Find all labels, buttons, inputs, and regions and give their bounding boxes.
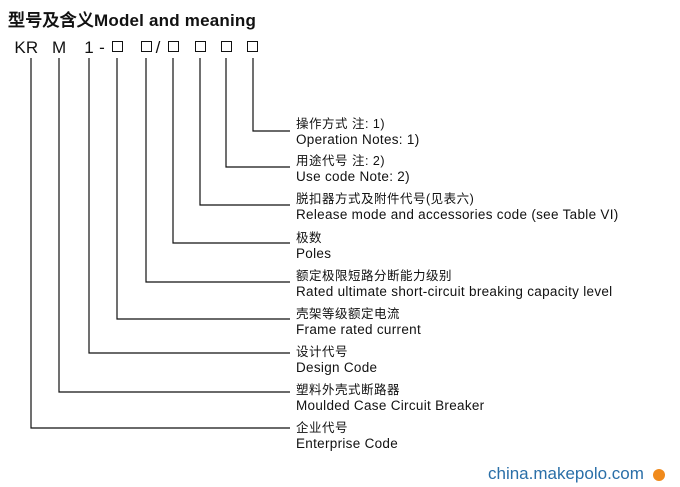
- code-dash: -: [99, 38, 105, 57]
- label-breaker-type-en: Moulded Case Circuit Breaker: [296, 398, 485, 413]
- code-box-use-code: [221, 41, 232, 52]
- label-use-code: 用途代号 注: 2) Use code Note: 2): [296, 154, 410, 185]
- label-design-code-en: Design Code: [296, 360, 378, 375]
- code-letter-m: M: [52, 38, 67, 57]
- label-operation: 操作方式 注: 1) Operation Notes: 1): [296, 117, 420, 148]
- code-slash: /: [155, 38, 161, 57]
- label-design-code-zh: 设计代号: [296, 345, 349, 359]
- label-breaker-type: 塑料外壳式断路器 Moulded Case Circuit Breaker: [296, 383, 484, 414]
- label-breaker-type-zh: 塑料外壳式断路器: [296, 383, 401, 397]
- label-frame-current: 壳架等级额定电流 Frame rated current: [296, 307, 421, 338]
- code-box-breaking-capacity: [141, 41, 152, 52]
- label-operation-zh: 操作方式 注: 1): [296, 117, 386, 131]
- code-letter-k: K: [14, 38, 26, 57]
- code-box-operation: [247, 41, 258, 52]
- label-breaking-capacity: 额定极限短路分断能力级别 Rated ultimate short-circui…: [296, 269, 612, 300]
- code-digit: 1: [84, 38, 94, 57]
- label-operation-en: Operation Notes: 1): [296, 132, 420, 147]
- label-enterprise-code: 企业代号 Enterprise Code: [296, 421, 398, 452]
- watermark: china.makepolo.com: [488, 464, 644, 483]
- code-box-poles: [168, 41, 179, 52]
- label-poles-zh: 极数: [296, 231, 323, 245]
- label-release-mode-zh: 脱扣器方式及附件代号(见表六): [296, 192, 475, 206]
- code-box-release-mode: [195, 41, 206, 52]
- label-frame-current-en: Frame rated current: [296, 322, 421, 337]
- label-poles-en: Poles: [296, 246, 332, 261]
- page-title: 型号及含义Model and meaning: [8, 11, 257, 30]
- label-breaking-capacity-zh: 额定极限短路分断能力级别: [296, 269, 453, 283]
- label-use-code-en: Use code Note: 2): [296, 169, 410, 184]
- code-letter-r: R: [25, 38, 39, 57]
- watermark-dot-icon: [653, 469, 665, 481]
- label-release-mode: 脱扣器方式及附件代号(见表六) Release mode and accesso…: [296, 192, 619, 223]
- label-release-mode-en: Release mode and accessories code (see T…: [296, 207, 619, 222]
- label-breaking-capacity-en: Rated ultimate short-circuit breaking ca…: [296, 284, 613, 299]
- label-enterprise-code-zh: 企业代号: [296, 421, 349, 435]
- label-frame-current-zh: 壳架等级额定电流: [296, 307, 401, 321]
- label-enterprise-code-en: Enterprise Code: [296, 436, 399, 451]
- code-box-frame-current: [112, 41, 123, 52]
- label-design-code: 设计代号 Design Code: [296, 345, 377, 376]
- label-poles: 极数 Poles: [296, 231, 331, 262]
- label-use-code-zh: 用途代号 注: 2): [296, 154, 386, 168]
